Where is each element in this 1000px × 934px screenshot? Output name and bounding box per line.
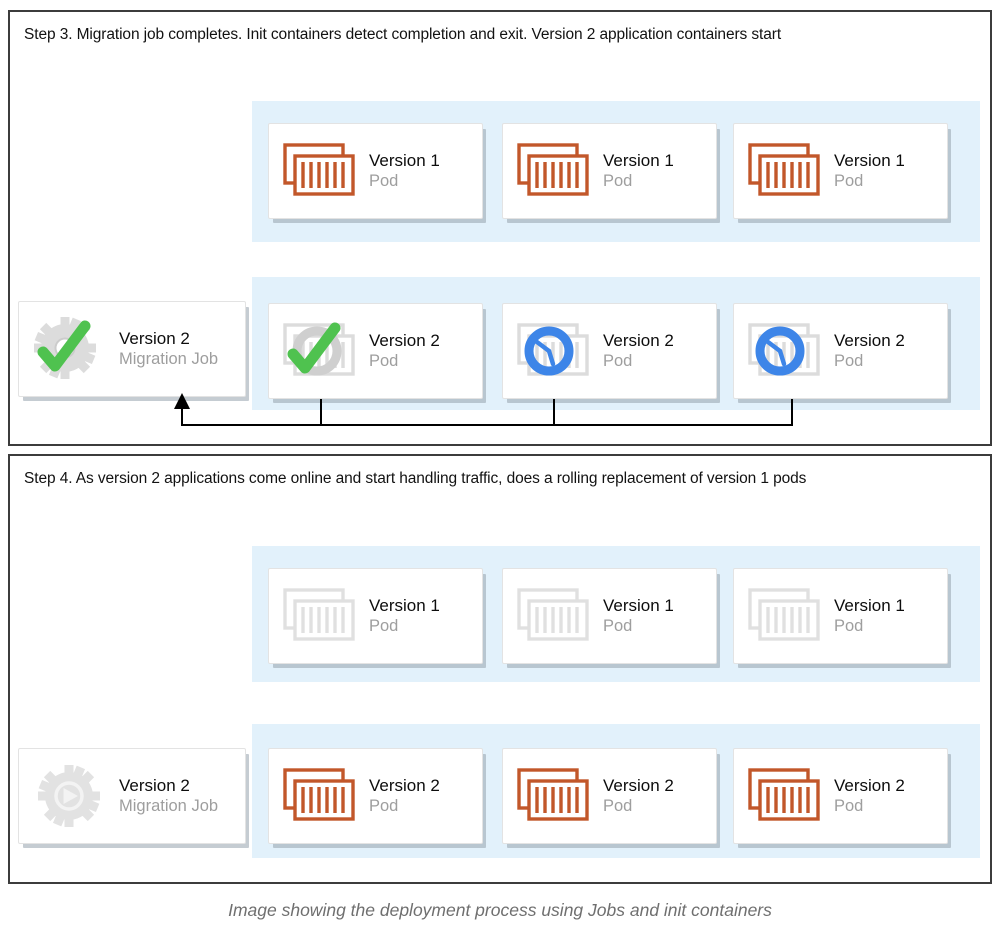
pod-grey-icon — [279, 583, 359, 649]
card-text: Version 1 Pod — [369, 596, 440, 637]
card-subtitle: Pod — [369, 352, 399, 371]
card-text: Version 1 Pod — [603, 151, 674, 192]
step-3-pod-v1-3[interactable]: Version 1 Pod — [733, 123, 948, 219]
card-text: Version 2 Migration Job — [119, 776, 218, 817]
step-4-pod-v2-3[interactable]: Version 2 Pod — [733, 748, 948, 844]
card-title: Version 1 — [834, 150, 905, 170]
step-4-pod-v2-2[interactable]: Version 2 Pod — [502, 748, 717, 844]
step-3-pod-v2-2[interactable]: Version 2 Pod — [502, 303, 717, 399]
card-subtitle: Pod — [834, 617, 864, 636]
step-4-title: Step 4. As version 2 applications come o… — [24, 470, 807, 487]
connector-riser-to-job — [181, 408, 183, 425]
card-title: Version 2 — [119, 328, 190, 348]
card-text: Version 2 Pod — [603, 331, 674, 372]
card-subtitle: Pod — [834, 797, 864, 816]
pod-grey-icon — [513, 583, 593, 649]
pod-grey-clock-icon — [513, 318, 593, 384]
pod-grey-clock-icon — [744, 318, 824, 384]
card-title: Version 1 — [603, 150, 674, 170]
card-text: Version 2 Pod — [834, 331, 905, 372]
card-subtitle: Pod — [369, 617, 399, 636]
card-text: Version 1 Pod — [834, 596, 905, 637]
card-subtitle: Migration Job — [119, 797, 219, 816]
pod-orange-icon — [279, 763, 359, 829]
step-4-pod-v1-3[interactable]: Version 1 Pod — [733, 568, 948, 664]
gear-play-icon — [29, 763, 109, 829]
diagram-caption: Image showing the deployment process usi… — [228, 900, 772, 920]
card-text: Version 2 Pod — [834, 776, 905, 817]
pod-orange-icon — [279, 138, 359, 204]
connector-drop-pod-3 — [791, 399, 793, 425]
step-3-pod-v1-1[interactable]: Version 1 Pod — [268, 123, 483, 219]
step-3-title: Step 3. Migration job completes. Init co… — [24, 26, 782, 43]
card-text: Version 1 Pod — [834, 151, 905, 192]
card-subtitle: Pod — [369, 797, 399, 816]
card-title: Version 1 — [369, 595, 440, 615]
step-4-pod-v1-2[interactable]: Version 1 Pod — [502, 568, 717, 664]
pod-orange-icon — [513, 138, 593, 204]
card-title: Version 1 — [369, 150, 440, 170]
connector-arrow-head-icon — [174, 393, 190, 409]
card-text: Version 2 Pod — [603, 776, 674, 817]
card-title: Version 2 — [603, 775, 674, 795]
card-subtitle: Pod — [603, 352, 633, 371]
step-3-migration-job-card[interactable]: Version 2 Migration Job — [18, 301, 246, 397]
card-title: Version 2 — [369, 775, 440, 795]
pod-orange-icon — [513, 763, 593, 829]
card-subtitle: Pod — [603, 617, 633, 636]
step-4-migration-job-card[interactable]: Version 2 Migration Job — [18, 748, 246, 844]
card-title: Version 2 — [834, 775, 905, 795]
card-title: Version 2 — [119, 775, 190, 795]
pod-grey-check-icon — [279, 318, 359, 384]
card-subtitle: Pod — [603, 797, 633, 816]
step-4-pod-v2-1[interactable]: Version 2 Pod — [268, 748, 483, 844]
pod-orange-icon — [744, 138, 824, 204]
card-subtitle: Pod — [834, 352, 864, 371]
gear-check-icon — [29, 316, 109, 382]
step-3-pod-v2-1[interactable]: Version 2 Pod — [268, 303, 483, 399]
connector-bus-horizontal — [181, 424, 793, 426]
card-title: Version 1 — [834, 595, 905, 615]
card-text: Version 2 Migration Job — [119, 329, 218, 370]
connector-drop-pod-2 — [553, 399, 555, 425]
card-text: Version 1 Pod — [369, 151, 440, 192]
step-3-pod-v2-3[interactable]: Version 2 Pod — [733, 303, 948, 399]
step-4-pod-v1-1[interactable]: Version 1 Pod — [268, 568, 483, 664]
card-title: Version 2 — [834, 330, 905, 350]
card-title: Version 2 — [603, 330, 674, 350]
card-title: Version 1 — [603, 595, 674, 615]
connector-drop-pod-1 — [320, 399, 322, 425]
card-subtitle: Pod — [603, 172, 633, 191]
card-text: Version 2 Pod — [369, 331, 440, 372]
step-3-pod-v1-2[interactable]: Version 1 Pod — [502, 123, 717, 219]
card-subtitle: Pod — [369, 172, 399, 191]
card-title: Version 2 — [369, 330, 440, 350]
pod-grey-icon — [744, 583, 824, 649]
card-text: Version 1 Pod — [603, 596, 674, 637]
card-subtitle: Pod — [834, 172, 864, 191]
card-text: Version 2 Pod — [369, 776, 440, 817]
pod-orange-icon — [744, 763, 824, 829]
card-subtitle: Migration Job — [119, 350, 219, 369]
